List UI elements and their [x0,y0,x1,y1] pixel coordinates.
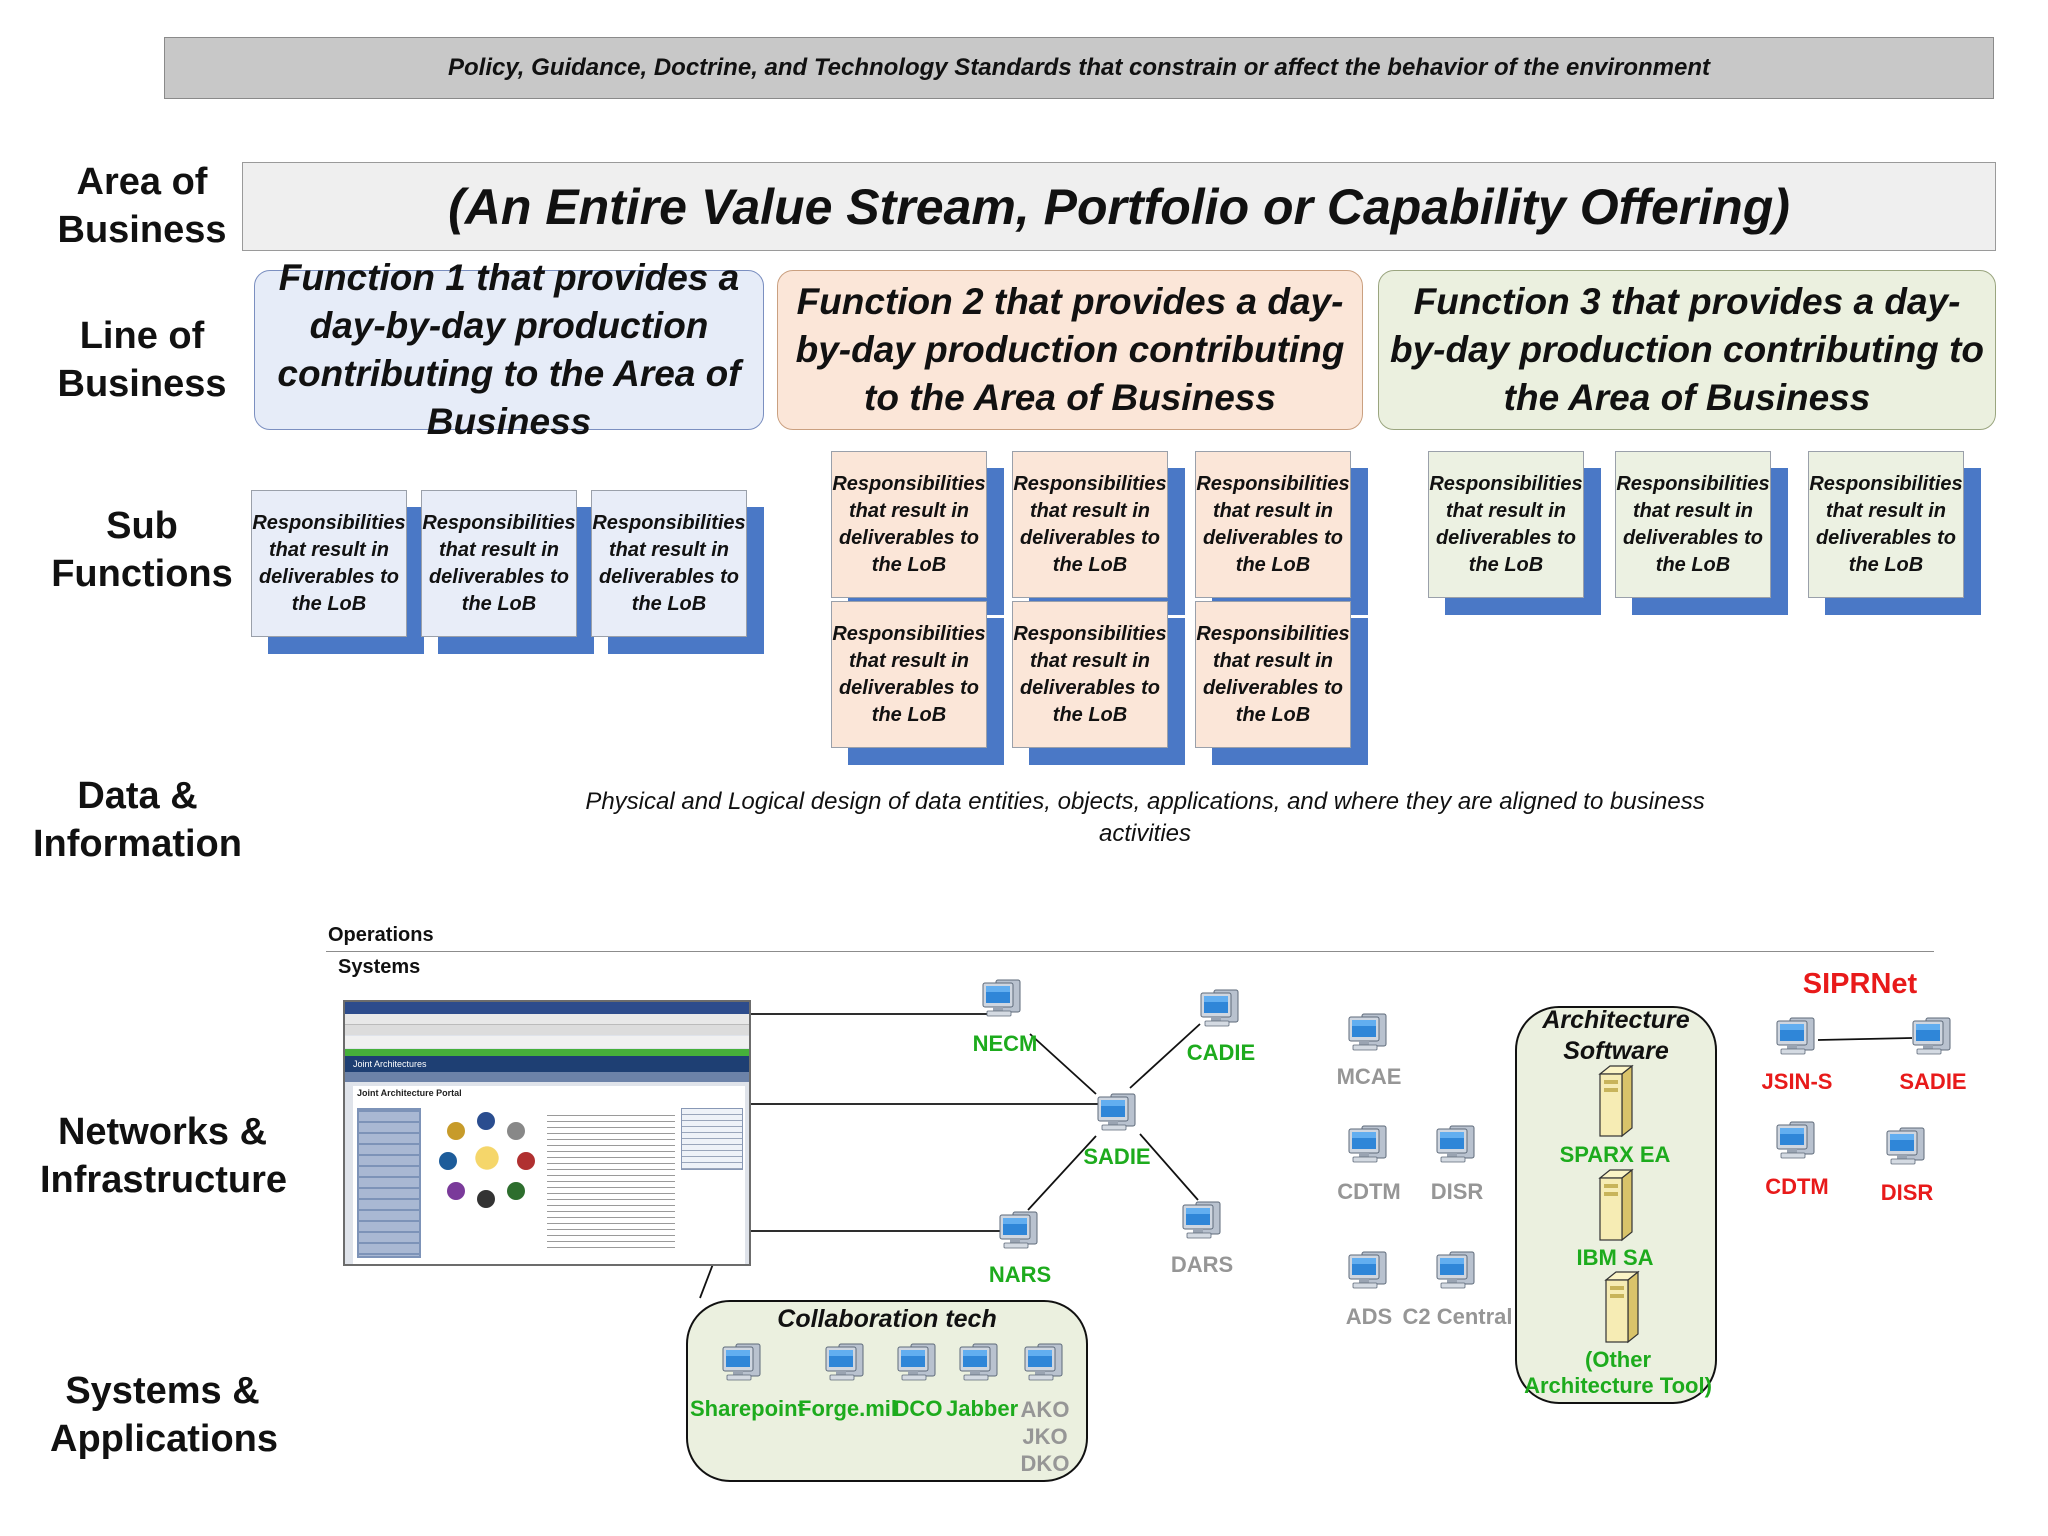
sub-function-card: Responsibilities that result in delivera… [1012,451,1185,615]
operations-label: Operations [328,924,434,946]
siprnet-cdtm-label: CDTM [1765,1174,1829,1199]
ibm-sa-server-icon [1594,1168,1636,1247]
mcae-label: MCAE [1336,1064,1402,1089]
cdtm-computer-icon [1346,1122,1392,1168]
ads-label: ADS [1345,1304,1393,1329]
nars-computer-icon [997,1208,1043,1254]
jabber-computer-icon [957,1340,1003,1386]
dco-label: DCO [893,1396,943,1421]
operations-divider [326,951,1934,952]
architecture-software-title: Architecture Software [1542,1006,1690,1065]
necm-label: NECM [972,1031,1038,1056]
sub-function-card: Responsibilities that result in delivera… [1195,451,1368,615]
function-2-box: Function 2 that provides a day-by-day pr… [777,270,1363,430]
sub-function-card: Responsibilities that result in delivera… [831,601,1004,765]
sadie-computer-icon [1095,1090,1141,1136]
jaiwg-seal-icon [437,1108,537,1208]
mcae-computer-icon [1346,1010,1392,1056]
sub-function-card: Responsibilities that result in delivera… [1428,451,1601,615]
dars-computer-icon [1180,1198,1226,1244]
collaboration-tech-title: Collaboration tech [777,1305,997,1333]
ibm-sa-label: IBM SA [1576,1245,1654,1270]
row-label-systems-applications: Systems & Applications [50,1370,279,1460]
forge-mil-computer-icon [823,1340,869,1386]
c2-central-computer-icon [1434,1248,1480,1294]
sparx-ea-label: SPARX EA [1559,1142,1671,1167]
siprnet-disr-computer-icon [1884,1124,1930,1170]
sub-function-card: Responsibilities that result in delivera… [251,490,424,654]
disr-label: DISR [1430,1179,1484,1204]
row-label-line-of-business: Line of Business [57,315,227,405]
ads-computer-icon [1346,1248,1392,1294]
siprnet-sadie-computer-icon [1910,1014,1956,1060]
c2-central-label: C2 Central [1402,1304,1513,1329]
siprnet-disr-label: DISR [1880,1180,1934,1205]
ako-jko-dko-computer-icon [1022,1340,1068,1386]
sub-function-card: Responsibilities that result in delivera… [1615,451,1788,615]
dco-computer-icon [895,1340,941,1386]
portal-title: Joint Architecture Portal [357,1088,462,1098]
sharepoint-label: Sharepoint [690,1396,805,1421]
sub-function-card: Responsibilities that result in delivera… [831,451,1004,615]
sparx-ea-server-icon [1594,1064,1636,1143]
forge-mil-label: Forge.mil [798,1396,898,1421]
data-information-description: Physical and Logical design of data enti… [585,788,1705,847]
portal-header: Joint Architectures [345,1056,749,1072]
row-label-data-information: Data & Information [33,775,242,865]
collaboration-tech-group [686,1300,1088,1482]
other-architecture-tool-label: (Other Architecture Tool) [1524,1347,1712,1398]
jabber-label: Jabber [946,1396,1019,1421]
other-architecture-tool-server-icon [1600,1270,1642,1349]
row-label-networks-infrastructure: Networks & Infrastructure [40,1111,288,1201]
necm-computer-icon [980,976,1026,1022]
joint-architecture-portal-screenshot: Joint Architectures Joint Architecture P… [343,1000,751,1266]
dars-label: DARS [1170,1252,1234,1277]
systems-label: Systems [338,956,421,978]
cdtm-label: CDTM [1337,1179,1401,1204]
nars-label: NARS [988,1262,1052,1287]
jsin-s-label: JSIN-S [1761,1069,1833,1094]
policy-banner: Policy, Guidance, Doctrine, and Technolo… [164,37,1994,99]
area-of-business-box: (An Entire Value Stream, Portfolio or Ca… [242,162,1996,251]
sub-function-card: Responsibilities that result in delivera… [421,490,594,654]
sub-function-card: Responsibilities that result in delivera… [591,490,764,654]
sub-function-card: Responsibilities that result in delivera… [1012,601,1185,765]
function-3-box: Function 3 that provides a day-by-day pr… [1378,270,1996,430]
row-label-sub-functions: Sub Functions [51,505,233,595]
cadie-computer-icon [1198,986,1244,1032]
siprnet-sadie-label: SADIE [1899,1069,1967,1094]
row-label-area-of-business: Area of Business [57,161,227,251]
sadie-label: SADIE [1083,1144,1151,1169]
sub-function-card: Responsibilities that result in delivera… [1808,451,1981,615]
jsin-s-computer-icon [1774,1014,1820,1060]
ako-jko-dko-label: AKO JKO DKO [1020,1397,1070,1476]
siprnet-title: SIPRNet [1802,968,1918,1000]
sub-function-card: Responsibilities that result in delivera… [1195,601,1368,765]
cadie-label: CADIE [1186,1040,1256,1065]
siprnet-cdtm-computer-icon [1774,1118,1820,1164]
sharepoint-computer-icon [720,1340,766,1386]
disr-computer-icon [1434,1122,1480,1168]
